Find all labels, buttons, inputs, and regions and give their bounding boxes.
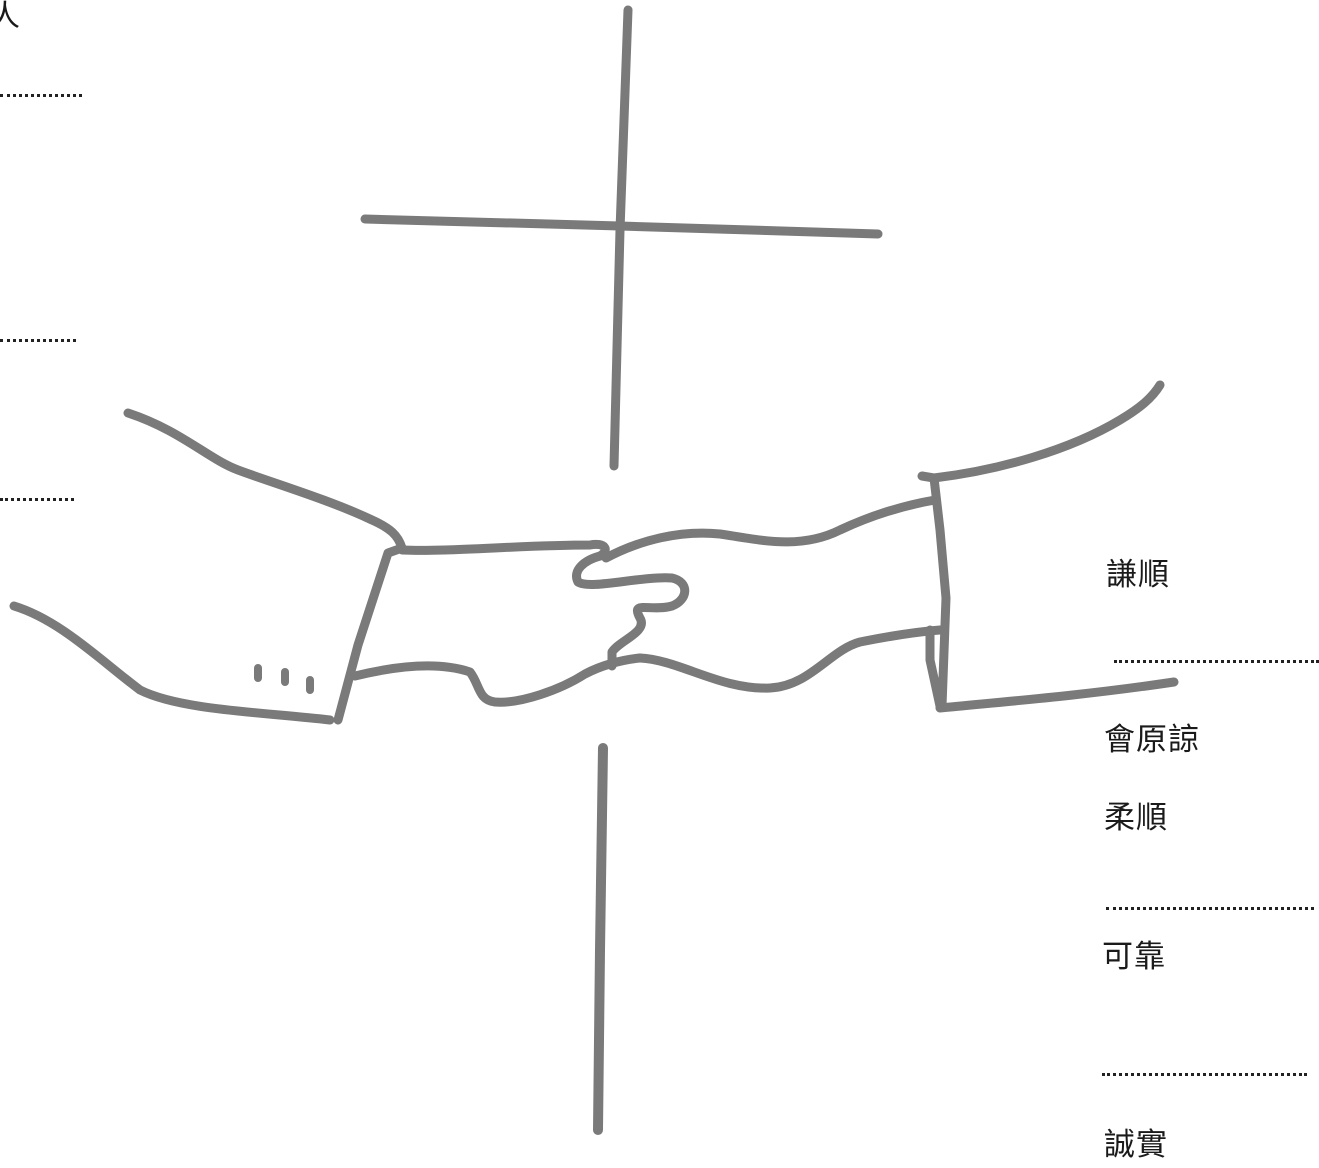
cross-horizontal-beam [360,214,883,239]
blank-line-left-3 [0,498,74,501]
word-humble: 謙順 [1106,557,1170,593]
right-arm-upper-outline [929,380,1165,483]
left-hand-bottom-outline [350,653,645,707]
cross-vertical-lower-beam [593,743,608,1135]
word-reliable: 可靠 [1102,939,1166,975]
right-sleeve-cuff [917,471,951,711]
left-arm-upper-outline [123,408,407,553]
blank-line-right-2 [1106,907,1314,910]
right-hand-bottom-outline [635,625,945,693]
clasped-fingers [572,551,690,671]
cross-vertical-upper-beam [609,5,633,471]
left-sleeve-cuff [333,543,407,725]
blank-line-right-3 [1102,1073,1307,1076]
left-cuff-buttons [254,664,314,694]
right-hand-top-outline [601,495,940,563]
word-forgiving: 會原諒 [1104,722,1200,758]
word-honest: 誠實 [1104,1127,1168,1163]
blank-line-left-2 [0,339,76,342]
blank-line-right-1 [1114,660,1319,663]
corner-text-fragment: 人 [0,0,21,34]
blank-line-left-1 [0,94,82,97]
right-arm-lower-outline [935,677,1179,713]
left-hand-top-outline [397,539,610,561]
word-gentle: 柔順 [1104,800,1168,836]
left-arm-lower-outline [9,601,335,725]
